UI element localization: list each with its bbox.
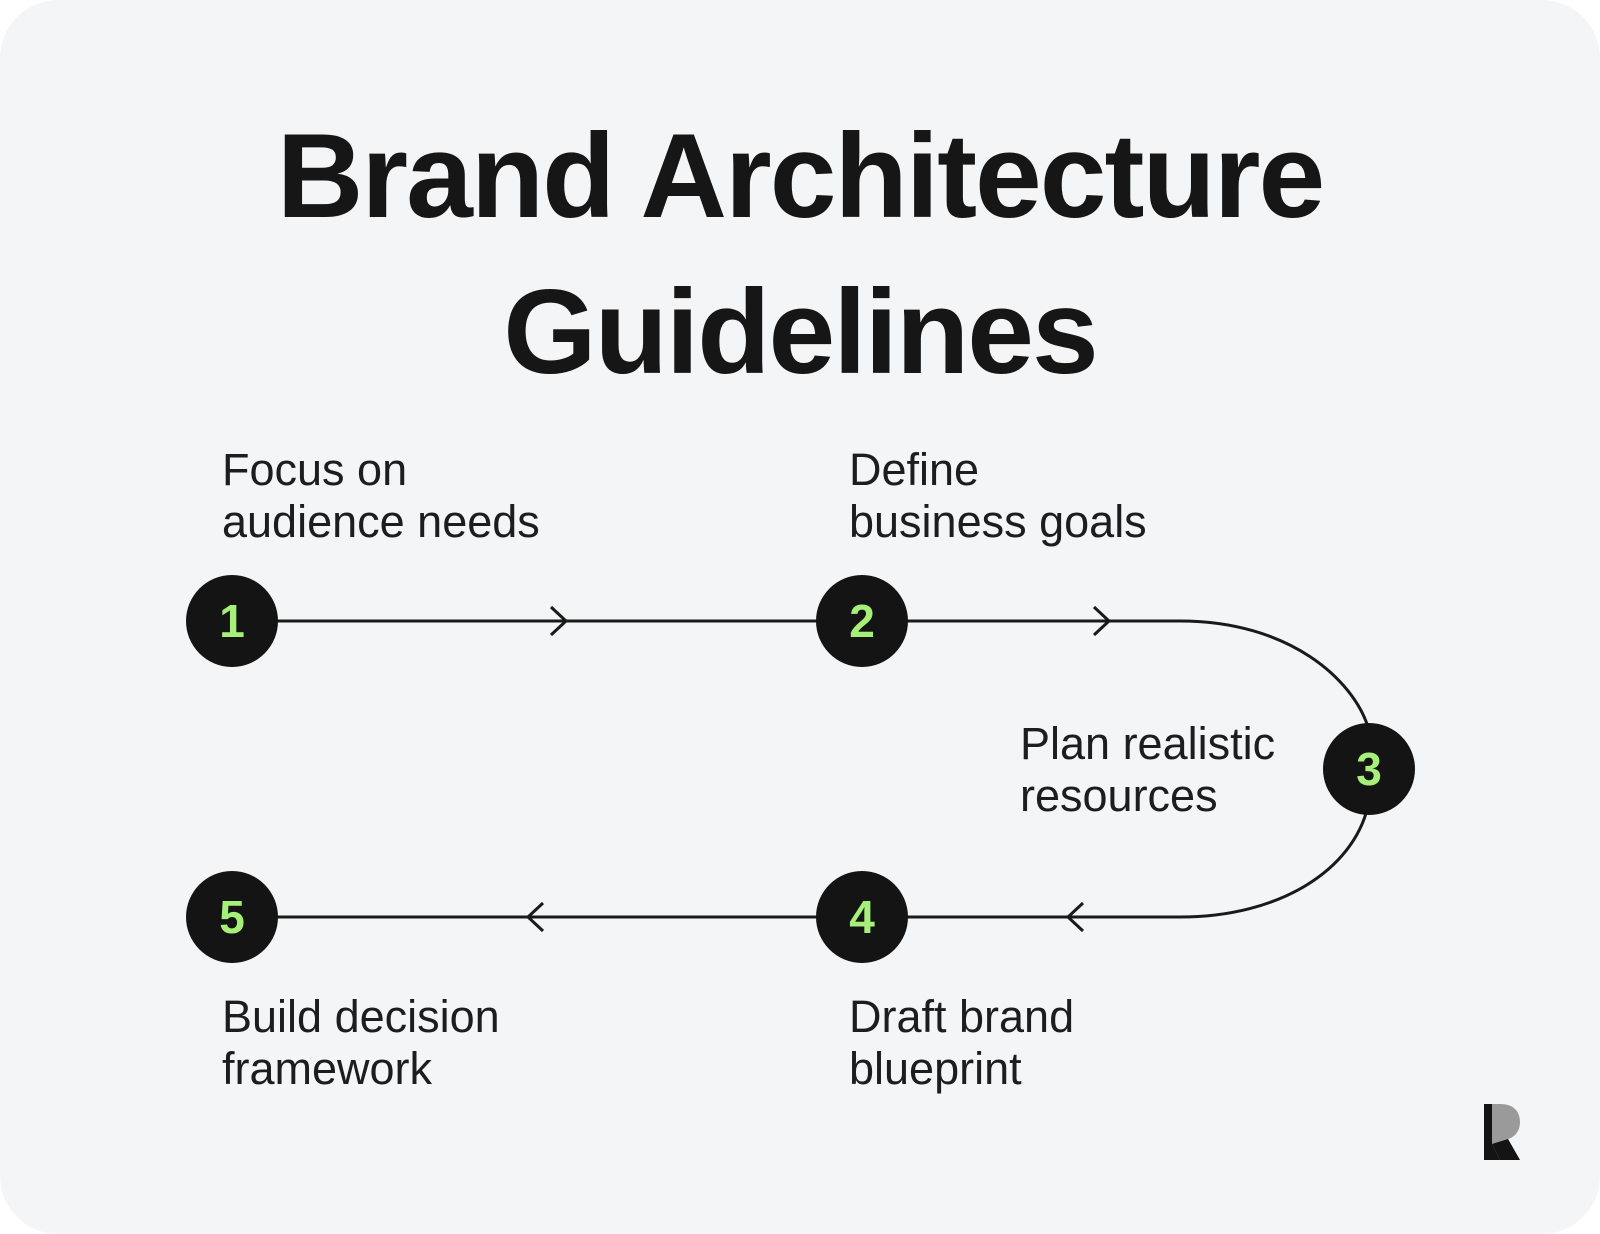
flow-line xyxy=(232,619,1370,919)
title-line-1: Brand Architecture xyxy=(276,109,1325,243)
step-3-number: 3 xyxy=(1356,743,1382,795)
step-5-label: Build decision framework xyxy=(222,991,500,1094)
step-4-node: 4 xyxy=(816,871,908,963)
brand-r-logo-icon xyxy=(1484,1104,1520,1160)
step-1-number: 1 xyxy=(219,595,245,647)
step-4-label: Draft brand blueprint xyxy=(849,991,1075,1094)
chevron-arrow-icon xyxy=(1092,605,1112,637)
step-3-node: 3 xyxy=(1323,723,1415,815)
chevron-arrow-icon xyxy=(525,901,545,933)
step-1-label: Focus on audience needs xyxy=(222,444,540,547)
step-1-node: 1 xyxy=(186,575,278,667)
page-title: Brand Architecture Guidelines xyxy=(0,98,1600,410)
step-5-number: 5 xyxy=(219,891,245,943)
title-line-2: Guidelines xyxy=(503,265,1098,399)
step-2-label: Define business goals xyxy=(849,444,1147,547)
chevron-arrow-icon xyxy=(1065,901,1085,933)
step-2-number: 2 xyxy=(849,595,875,647)
chevron-arrow-icon xyxy=(549,605,569,637)
step-4-number: 4 xyxy=(849,891,875,943)
step-3-label: Plan realistic resources xyxy=(1020,718,1276,821)
step-5-node: 5 xyxy=(186,871,278,963)
step-2-node: 2 xyxy=(816,575,908,667)
